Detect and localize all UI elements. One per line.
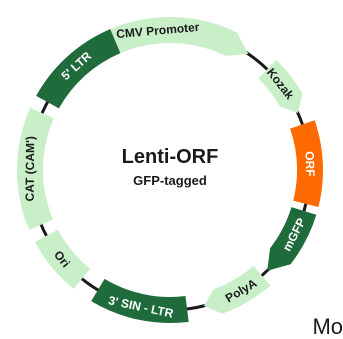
segment-cat: CAT (CAM') (16, 107, 54, 230)
corner-text: Mo (312, 314, 343, 339)
segment-sinltr: 3' SIN - LTR (91, 278, 189, 323)
segment-shape-polya (203, 265, 271, 314)
segment-shape-ori (34, 229, 91, 289)
segment-orf: ORF (290, 120, 324, 208)
segment-shape-mgfp (267, 207, 317, 271)
segment-mgfp: mGFP (267, 207, 317, 271)
plasmid-title: Lenti-ORF (122, 146, 219, 168)
segment-shape-cat (16, 107, 54, 230)
segment-label-cat: CAT (CAM') (23, 136, 38, 201)
segment-polya: PolyA (203, 265, 271, 314)
segment-shape-cmv (80, 17, 249, 68)
segment-cmv: CMV Promoter (80, 17, 249, 68)
segment-shape-kozak (258, 59, 303, 114)
plasmid-subtitle: GFP-tagged (133, 173, 207, 188)
segment-ori: Ori (34, 229, 91, 289)
segment-shape-sinltr (91, 278, 189, 323)
segment-shape-ltr5 (36, 29, 121, 109)
segment-ltr5: 5' LTR (36, 29, 121, 109)
segment-label-orf: ORF (302, 151, 317, 177)
segment-shape-orf (290, 120, 324, 208)
